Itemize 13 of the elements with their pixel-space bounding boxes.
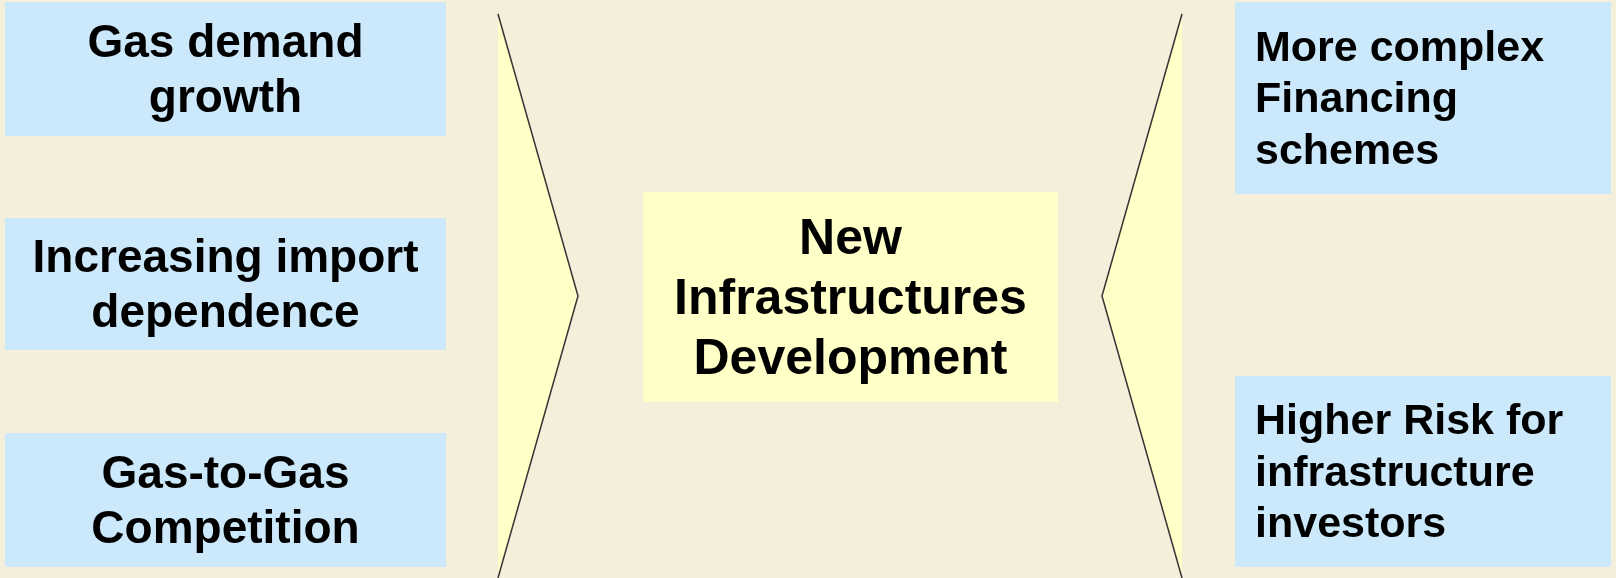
box-text: More complex Financing schemes xyxy=(1255,20,1546,175)
chevron-shape xyxy=(497,13,579,578)
factor-box xyxy=(1235,376,1611,567)
box-text: Gas demand growth xyxy=(86,13,365,124)
box-text: Gas-to-Gas Competition xyxy=(90,444,361,555)
factor-box xyxy=(1235,2,1611,194)
chevron-shape xyxy=(1101,13,1183,578)
box-text: Increasing import dependence xyxy=(31,228,420,339)
factor-box xyxy=(5,218,446,350)
factor-box xyxy=(5,433,446,567)
box-text: New Infrastructures Development xyxy=(673,208,1028,387)
factor-box xyxy=(5,2,446,136)
box-text: Higher Risk for infrastructure investors xyxy=(1255,394,1565,549)
